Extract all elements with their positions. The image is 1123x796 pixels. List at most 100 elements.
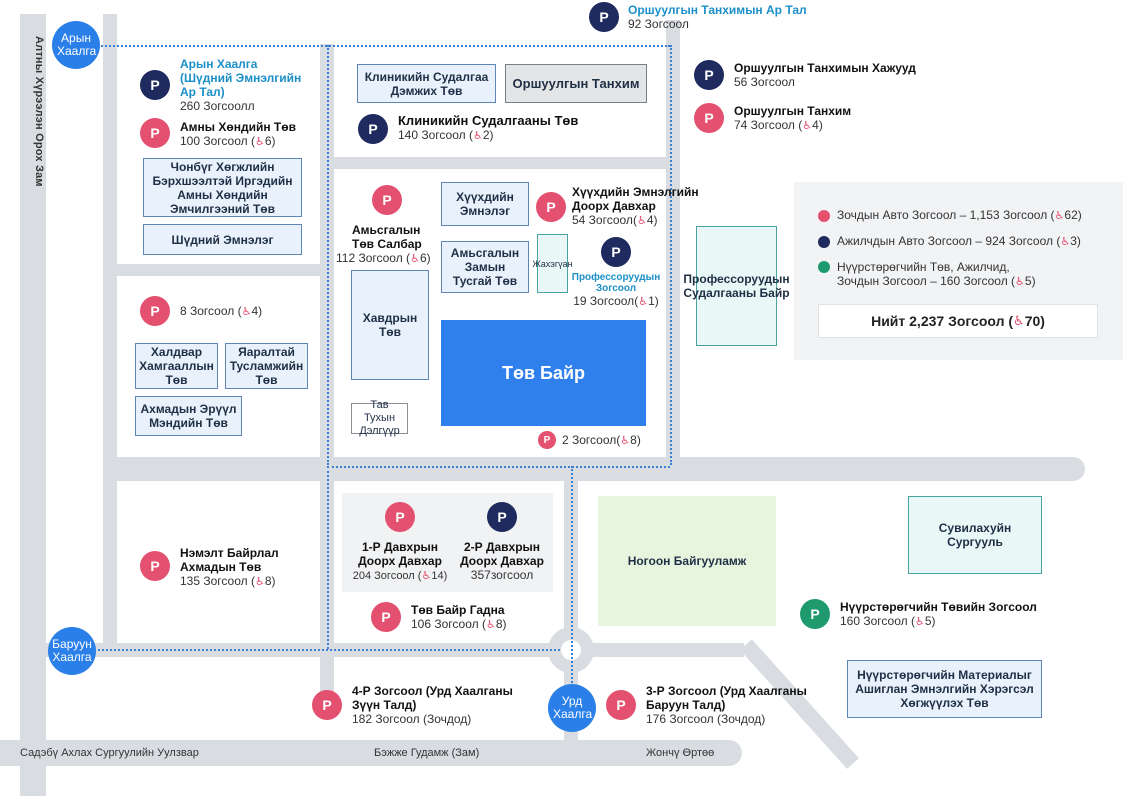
parking-pin-carbon-center[interactable]: P bbox=[800, 599, 830, 629]
road-label-bottom-middle: Бэжже Гудамж (Зам) bbox=[374, 747, 480, 759]
parking-pin-lot3[interactable]: P bbox=[606, 690, 636, 720]
accessible-icon: ♿ bbox=[914, 616, 925, 628]
road-main-horizontal bbox=[103, 457, 1085, 481]
gate-south[interactable]: Урд Хаалга bbox=[548, 684, 596, 732]
legend-panel: Зочдын Авто Зогсоол – 1,153 Зогсоол (♿62… bbox=[794, 182, 1123, 360]
path-mid bbox=[327, 466, 670, 468]
parking-pin-b1[interactable]: P bbox=[385, 502, 415, 532]
accessible-icon: ♿ bbox=[254, 136, 265, 148]
building-nursing[interactable]: Сувилахуйн Сургууль bbox=[908, 496, 1042, 574]
building-jakhugan[interactable]: Жахэгүан bbox=[532, 234, 573, 293]
path-center-low bbox=[327, 466, 329, 649]
building-clinical-trial[interactable]: Клиникийн Судалгаа Дэмжих Төв bbox=[357, 64, 496, 103]
building-emergency[interactable]: Яаралтай Тусламжийн Төв bbox=[225, 343, 308, 389]
legend-item-visitor: Зочдын Авто Зогсоол – 1,153 Зогсоол (♿62… bbox=[818, 208, 1123, 223]
accessible-icon: ♿ bbox=[485, 619, 496, 631]
path-top bbox=[70, 45, 670, 47]
building-store[interactable]: Тав Тухын Дэлгүүр bbox=[351, 399, 408, 437]
accessible-icon: ♿ bbox=[472, 130, 483, 142]
parking-pin-child-basement[interactable]: P bbox=[536, 192, 566, 222]
accessible-icon: ♿ bbox=[1060, 236, 1071, 248]
accessible-icon: ♿ bbox=[1015, 276, 1025, 288]
legend-item-staff: Ажилчдын Авто Зогсоол – 924 Зогсоол (♿3) bbox=[818, 234, 1123, 249]
road-left-vertical bbox=[20, 14, 46, 796]
parking-pin-main-outside[interactable]: P bbox=[371, 602, 401, 632]
parking-pin-infection[interactable]: P bbox=[140, 296, 170, 326]
road-label-bottom-left: Садэбү Ахлах Сургуулийн Уулзвар bbox=[20, 747, 199, 759]
parking-pin-b2[interactable]: P bbox=[487, 502, 517, 532]
accessible-icon: ♿ bbox=[241, 306, 252, 318]
legend-item-carbon: Нүүрстөрөгчийн Төв, Ажилчид, Зочдын Зогс… bbox=[818, 260, 1123, 289]
building-health[interactable]: Ахмадын Эрүүл Мэндийн Төв bbox=[135, 396, 242, 436]
accessible-icon: ♿ bbox=[1054, 210, 1065, 222]
parking-pin-senior-extra[interactable]: P bbox=[140, 551, 170, 581]
parking-label-infection: 8 Зогсоол (♿4) bbox=[180, 304, 263, 318]
accessible-icon: ♿ bbox=[802, 120, 813, 132]
building-cancer[interactable]: Хавдрын Төв bbox=[351, 270, 429, 380]
accessible-icon: ♿ bbox=[638, 296, 649, 308]
parking-label-back-gate: Арын Хаалга (Шүдний Эмнэлгийн Ар Тал)260… bbox=[180, 57, 302, 113]
parking-label-lot3: 3-Р Зогсоол (Урд Хаалганы Баруун Талд)17… bbox=[646, 684, 807, 726]
parking-pin-funeral-side[interactable]: P bbox=[694, 60, 724, 90]
parking-label-main-small: 2 Зогсоол(♿8) bbox=[562, 433, 641, 447]
accessible-icon: ♿ bbox=[620, 435, 631, 447]
underground-box bbox=[342, 493, 553, 592]
accessible-icon: ♿ bbox=[410, 253, 420, 265]
building-research-hall[interactable]: Оршуулгын Танхим bbox=[505, 64, 647, 103]
parking-pin-funeral-back[interactable]: P bbox=[589, 2, 619, 32]
parking-label-lot4: 4-Р Зогсоол (Урд Хаалганы Зүүн Талд)182 … bbox=[352, 684, 513, 726]
accessible-icon: ♿ bbox=[254, 576, 265, 588]
road-inner-vertical bbox=[103, 14, 117, 650]
path-south bbox=[571, 466, 573, 726]
path-west bbox=[70, 649, 560, 651]
road-label-left: Алтны Хүрээлэн Орох Зам bbox=[33, 36, 45, 187]
parking-pin-clinical-research[interactable]: P bbox=[358, 114, 388, 144]
path-center bbox=[327, 45, 329, 465]
building-child[interactable]: Хүүхдийн Эмнэлэг bbox=[441, 182, 529, 226]
path-right bbox=[670, 45, 672, 465]
road-bottom bbox=[0, 740, 742, 766]
building-green[interactable]: Ногоон Байгууламж bbox=[598, 496, 776, 626]
parking-pin-oral-center[interactable]: P bbox=[140, 118, 170, 148]
accessible-icon: ♿ bbox=[636, 215, 647, 227]
road-label-bottom-right: Жончү Өртөө bbox=[646, 747, 715, 759]
parking-pin-professor[interactable]: P bbox=[601, 237, 631, 267]
parking-pin-respiratory-branch[interactable]: P bbox=[372, 185, 402, 215]
legend-total: Нийт 2,237 Зогсоол (♿70) bbox=[818, 304, 1098, 338]
accessible-icon: ♿ bbox=[421, 570, 432, 582]
building-main[interactable]: Төв Байр bbox=[441, 320, 646, 426]
road-top-right bbox=[666, 20, 680, 457]
road-left-mid bbox=[117, 264, 320, 276]
gate-north[interactable]: Арын Хаалга bbox=[52, 21, 100, 69]
building-respiratory[interactable]: Амьсгалын Замын Тусгай Төв bbox=[441, 241, 529, 293]
road-top-inner bbox=[334, 157, 666, 169]
road-east-branch bbox=[584, 643, 744, 657]
legend-dot-carbon bbox=[818, 261, 830, 273]
building-dental-complex[interactable]: Чонбүг Хөгжлийн Бэрхшээлтэй Иргэдийн Амн… bbox=[143, 158, 302, 217]
parking-pin-main-small[interactable]: P bbox=[538, 431, 556, 449]
building-materials[interactable]: Нүүрстөрөгчийн Материалыг Ашиглан Эмнэлг… bbox=[847, 660, 1042, 718]
parking-pin-lot4[interactable]: P bbox=[312, 690, 342, 720]
legend-dot-visitor bbox=[818, 209, 830, 222]
parking-pin-back-gate[interactable]: P bbox=[140, 70, 170, 100]
building-sudnii[interactable]: Шүдний Эмнэлэг bbox=[143, 224, 302, 255]
accessible-icon: ♿ bbox=[1013, 313, 1025, 328]
parking-pin-funeral-hall[interactable]: P bbox=[694, 103, 724, 133]
legend-dot-staff bbox=[818, 235, 830, 248]
building-trauma[interactable]: Халдвар Хамгааллын Төв bbox=[135, 343, 218, 389]
gate-west[interactable]: Баруун Хаалга bbox=[48, 627, 96, 675]
building-professor[interactable]: Профессоруудын Судалгааны Байр bbox=[683, 226, 790, 346]
